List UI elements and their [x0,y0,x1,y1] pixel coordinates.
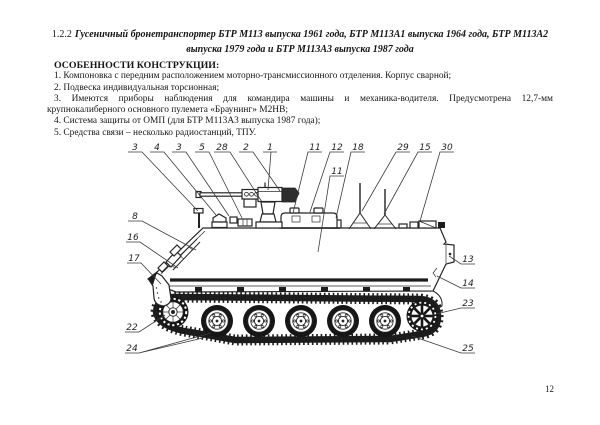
callout-label: 17 [128,254,140,264]
deck-fitting [398,223,408,229]
commander-cupola [279,207,340,229]
lower-light [157,261,169,273]
gun-receiver [257,186,283,203]
mirror-head [193,207,204,214]
callout-label: 8 [132,212,138,222]
callout-label: 3 [132,143,138,153]
page-number: 12 [545,384,554,394]
callout-label: 25 [462,344,474,354]
driver-periscope [212,213,227,223]
road-wheel [242,304,276,338]
callout-label: 30 [441,143,453,153]
cupola-periscope [289,207,300,214]
trim-vane-tip [148,272,157,285]
road-wheel [368,304,402,338]
road-wheel [326,304,360,338]
heading-text-1: Гусеничный бронетранспортер БТР М113 вып… [74,29,549,40]
callout-labels: 3 4 3 5 28 2 1 11 12 18 29 15 30 11 8 16… [126,143,474,354]
callout-label: 16 [127,233,139,243]
deck-fitting [409,221,419,229]
antenna-mount [373,189,397,230]
feature-item-3-line-2: крупнокалиберного основного пулемета «Бр… [47,105,288,116]
tail-light [448,252,452,256]
callout-label: 29 [397,143,409,153]
feature-item-1: 1. Компоновка с передним расположением м… [54,71,452,82]
periscope [229,216,238,224]
callout-label: 28 [216,143,228,153]
callout-label: 12 [331,143,343,153]
feature-item-4: 4. Система защиты от ОМП (для БТР М113А3… [54,116,321,127]
callout-label: 15 [419,143,431,153]
callout-label: 14 [462,279,474,289]
gun-barrel [199,192,244,197]
callout-label: 13 [462,255,474,265]
cupola-periscope [313,207,324,214]
feature-item-2: 2. Подвеска индивидуальная торсионная; [54,82,220,93]
periscope-box [169,244,182,257]
glacis-fittings [157,238,201,273]
idler-wheel [405,299,439,333]
gun-mount-base [255,221,283,229]
callout-label: 2 [243,143,249,153]
section-number: 1.2.2 [51,29,72,40]
front-lower-plate [148,272,172,307]
callout-label: 5 [199,143,205,153]
feature-item-5: 5. Средства связи – несколько радиостанц… [54,127,257,138]
callout-label: 23 [462,299,474,309]
gun-cradle [260,201,276,215]
lifting-eye [438,222,445,228]
rear-step [432,267,438,278]
features-title: ОСОБЕННОСТИ КОНСТРУКЦИИ: [54,60,220,71]
machine-gun [195,182,300,229]
callout-label: 3 [176,143,182,153]
callout-label: 18 [352,143,364,153]
callout-label: 22 [126,323,138,333]
road-wheel [200,304,234,338]
gun-pedestal [259,213,277,223]
callout-label: 24 [126,344,138,354]
callout-label: 11 [309,143,320,153]
ammo-box [243,198,257,208]
driver-hatch [237,218,253,227]
feature-item-3-line-1: 3. Имеются приборы наблюдения для команд… [54,93,553,104]
suspension-fittings [195,287,410,292]
vehicle-hull [146,227,455,293]
rear-fender [432,290,443,311]
vehicle [146,182,455,346]
construction-features: ОСОБЕННОСТИ КОНСТРУКЦИИ: 1. Компоновка с… [47,60,553,139]
antenna-mount [348,183,372,230]
callout-label: 1 [267,143,273,153]
callout-label: 4 [154,143,160,153]
heading-line-2: выпуска 1979 года и БТР М113А3 выпуска 1… [186,44,414,55]
leader-lines [125,151,475,354]
road-wheel [284,304,318,338]
callout-label: 11 [331,167,342,177]
